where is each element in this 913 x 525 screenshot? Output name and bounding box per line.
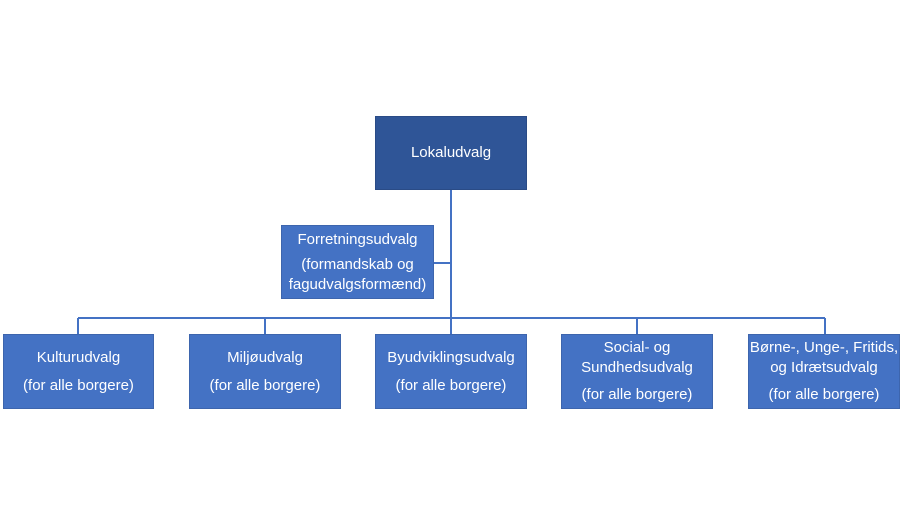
child-node-byudviklingsudvalg: Byudviklingsudvalg (for alle borgere): [375, 334, 527, 409]
child-node-name-line2: Sundhedsudvalg: [581, 358, 693, 376]
child-node-social-sundhedsudvalg: Social- og Sundhedsudvalg (for alle borg…: [561, 334, 713, 409]
child-node-sub: (for alle borgere): [395, 376, 507, 394]
child-node-name-line1: Social- og: [603, 339, 671, 357]
assistant-node-forretningsudvalg: Forretningsudvalg (formandskab og fagudv…: [281, 225, 434, 299]
top-node-label: Lokaludvalg: [410, 144, 492, 162]
child-node-sub: (for alle borgere): [768, 386, 880, 404]
assistant-node-line1: Forretningsudvalg: [297, 230, 418, 248]
child-node-name: Miljøudvalg: [227, 349, 303, 366]
child-node-sub: (for alle borgere): [581, 386, 693, 404]
child-node-name: Kulturudvalg: [36, 349, 121, 366]
child-node-name-line2: og Idrætsudvalg: [770, 358, 878, 376]
assistant-node-line3: fagudvalgsformænd): [288, 275, 427, 293]
top-node-lokaludvalg: Lokaludvalg: [375, 116, 527, 190]
child-node-sub: (for alle borgere): [23, 376, 134, 394]
assistant-node-line2: (formandskab og: [301, 256, 414, 274]
child-node-name: Byudviklingsudvalg: [387, 349, 515, 366]
child-node-kulturudvalg: Kulturudvalg (for alle borgere): [3, 334, 154, 409]
child-node-miljoudvalg: Miljøudvalg (for alle borgere): [189, 334, 341, 409]
child-node-sub: (for alle borgere): [209, 376, 321, 394]
child-node-name-line1: Børne-, Unge-, Fritids,: [749, 339, 899, 357]
child-node-borne-unge-fritids-idraetsudvalg: Børne-, Unge-, Fritids, og Idrætsudvalg …: [748, 334, 900, 409]
